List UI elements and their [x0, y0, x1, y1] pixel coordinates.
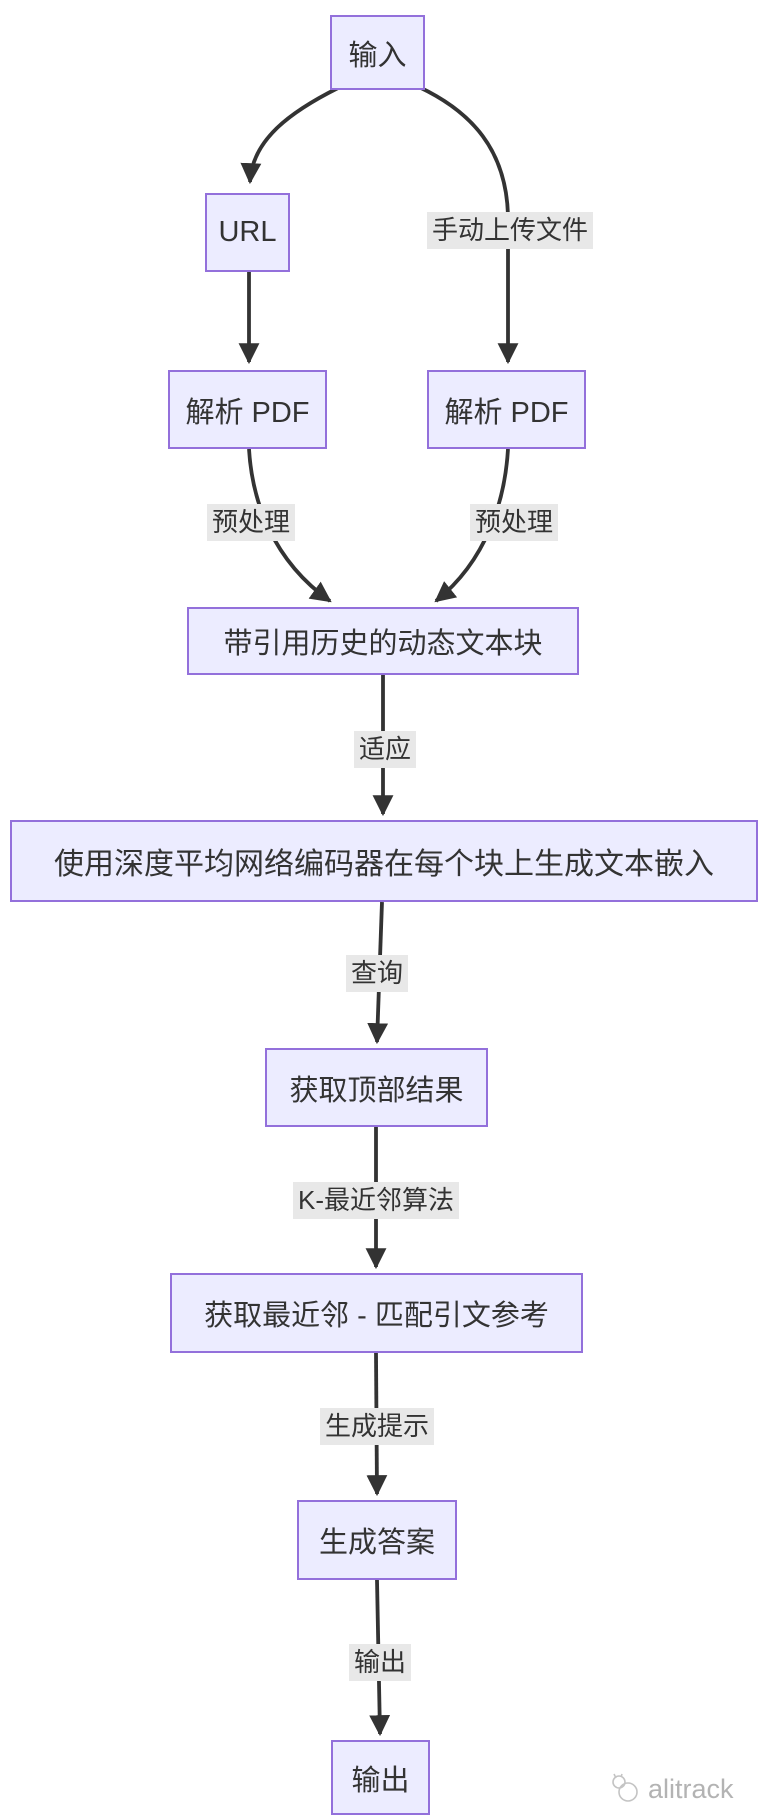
- arrow-input-to-parse-pdf-right: [418, 85, 519, 365]
- edge-label-manual-upload: 手动上传文件: [426, 212, 594, 249]
- node-top-results: 获取顶部结果: [265, 1048, 488, 1127]
- node-url: URL: [205, 193, 290, 272]
- node-chunks: 带引用历史的动态文本块: [187, 607, 579, 675]
- edge-label-knn: K-最近邻算法: [292, 1182, 460, 1219]
- node-parse-pdf-right: 解析 PDF: [427, 370, 586, 449]
- edge-label-output: 输出: [348, 1644, 412, 1681]
- node-input: 输入: [330, 15, 425, 90]
- node-knn-match: 获取最近邻 - 匹配引文参考: [170, 1273, 583, 1353]
- arrow-input-to-url: [240, 86, 339, 185]
- edge-label-query: 查询: [345, 955, 409, 992]
- edge-label-adapt: 适应: [353, 731, 417, 768]
- node-parse-pdf-left: 解析 PDF: [168, 370, 327, 449]
- edge-label-generate-prompt: 生成提示: [319, 1408, 435, 1445]
- node-embed: 使用深度平均网络编码器在每个块上生成文本嵌入: [10, 820, 758, 902]
- edge-label-preprocess-right: 预处理: [469, 504, 559, 541]
- watermark: alitrack: [608, 1768, 758, 1810]
- edge-label-preprocess-left: 预处理: [206, 504, 296, 541]
- node-output: 输出: [331, 1740, 430, 1815]
- alitrack-logo-icon: [612, 1773, 638, 1802]
- watermark-text: alitrack: [648, 1773, 734, 1804]
- node-answer: 生成答案: [297, 1500, 457, 1580]
